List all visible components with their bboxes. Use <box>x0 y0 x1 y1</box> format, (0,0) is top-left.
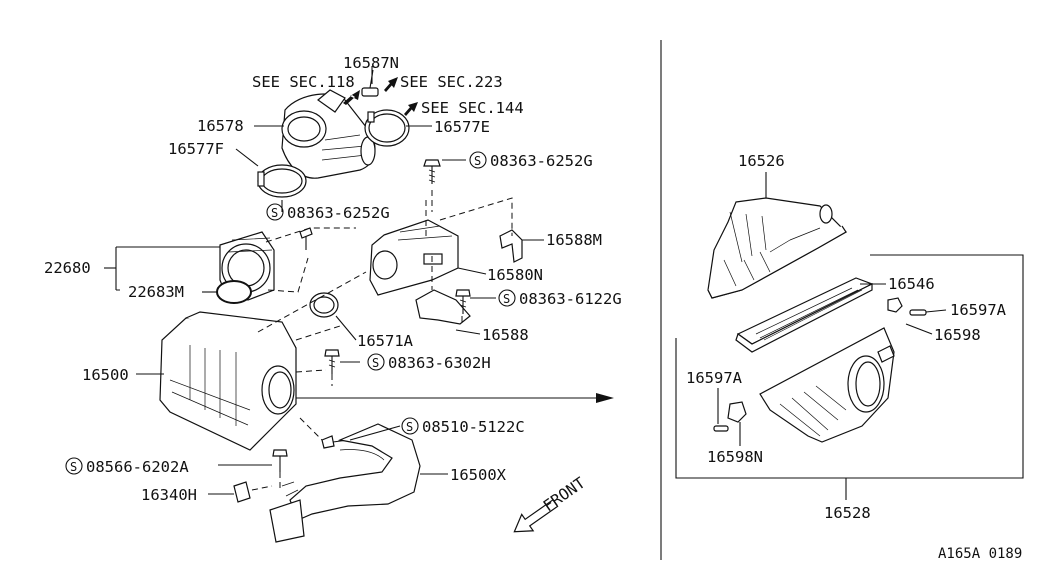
diagram-code: A165A 0189 <box>938 546 1022 562</box>
assembly-line-10 <box>299 417 323 441</box>
label-16580N: 16580N <box>487 266 543 284</box>
clip-16598N <box>727 401 747 423</box>
label-16577F: 16577F <box>168 140 224 158</box>
label-16598N: 16598N <box>707 448 763 466</box>
lower-case-16528 <box>759 327 895 443</box>
bolt-symbol-5: S <box>406 420 413 434</box>
air-duct-16500X <box>269 423 421 543</box>
label-16500X: 16500X <box>450 466 507 484</box>
assembly-line-1 <box>265 227 356 243</box>
label-22680: 22680 <box>44 259 91 277</box>
bolt-symbol-1: S <box>474 154 481 168</box>
assembly-line-4 <box>295 325 341 341</box>
leader-lines-left <box>104 66 544 495</box>
label-bolt-08363-6122G: 08363-6122G <box>519 290 622 308</box>
label-see-sec-223: SEE SEC.223 <box>400 73 503 91</box>
assembly-line-7 <box>431 256 463 322</box>
bolt-symbol-2: S <box>271 206 278 220</box>
assembly-line-8 <box>295 369 333 386</box>
label-16588M: 16588M <box>546 231 602 249</box>
arrow-icon-sec223 <box>384 77 398 92</box>
hose-clamp-16577F <box>257 164 307 198</box>
assembly-line-3 <box>257 271 367 333</box>
label-bolt-08510-5122C: 08510-5122C <box>422 418 525 436</box>
pin-16597A-left <box>713 425 729 432</box>
label-see-sec-118: SEE SEC.118 <box>252 73 355 91</box>
bracket-16588M <box>499 229 523 263</box>
arrow-icon-sec144 <box>404 102 418 116</box>
label-front: FRONT <box>540 474 589 516</box>
bolt-08363-6302H <box>324 349 340 374</box>
bracket-16588 <box>415 289 471 325</box>
label-bolt-08566-6202A: 08566-6202A <box>86 458 189 476</box>
clip-16598 <box>887 297 903 313</box>
label-16597A-left: 16597A <box>686 369 743 387</box>
clip-16340H <box>233 481 251 503</box>
label-16500: 16500 <box>82 366 129 384</box>
label-bolt-08363-6302H: 08363-6302H <box>388 354 491 372</box>
label-16546: 16546 <box>888 275 935 293</box>
label-16578: 16578 <box>197 117 244 135</box>
label-22683M: 22683M <box>128 283 184 301</box>
front-arrow <box>513 498 559 533</box>
fitting-16587N <box>361 69 379 97</box>
upper-cover-16526 <box>707 197 847 299</box>
assembly-line-6 <box>439 197 513 236</box>
label-16528: 16528 <box>824 504 871 522</box>
bolt-08363-6252G-upper <box>423 159 441 184</box>
air-cleaner-16500 <box>159 311 297 451</box>
bolt-symbol-3: S <box>503 292 510 306</box>
bolt-symbol-6: S <box>70 460 77 474</box>
bolt-symbol-4: S <box>372 356 379 370</box>
assembly-line-5 <box>425 190 433 240</box>
label-see-sec-144: SEE SEC.144 <box>421 99 524 117</box>
pin-16597A-right <box>909 309 927 316</box>
label-16598: 16598 <box>934 326 981 344</box>
label-16571A: 16571A <box>357 332 414 350</box>
leader-lines-right <box>717 172 947 500</box>
assembly-line-9 <box>251 472 281 491</box>
bolt-08566-6202A <box>272 449 288 472</box>
label-16587N: 16587N <box>343 54 399 72</box>
label-bolt-08363-6252G-upper: 08363-6252G <box>490 152 593 170</box>
filter-element-16546 <box>735 277 874 353</box>
hose-clamp-16577E <box>364 109 410 147</box>
intake-elbow-16578 <box>281 89 376 179</box>
label-bolt-08363-6252G-lower: 08363-6252G <box>287 204 390 222</box>
label-16340H: 16340H <box>141 486 197 504</box>
assembly-box-16528 <box>675 254 1024 479</box>
label-16597A-right: 16597A <box>950 301 1007 319</box>
hose-clamp-16571A <box>309 292 339 318</box>
assembly-line-2 <box>267 257 309 293</box>
air-duct-16580N <box>369 219 459 296</box>
label-16526: 16526 <box>738 152 785 170</box>
bolt-08363-6122G <box>455 289 471 314</box>
arrow-icon-sec118 <box>343 90 360 105</box>
reference-arrow-head <box>596 393 614 403</box>
seal-ring-22683M <box>216 280 252 304</box>
label-16588: 16588 <box>482 326 529 344</box>
label-16577E: 16577E <box>434 118 490 136</box>
bolt-08363-6252G-lower <box>299 227 313 250</box>
bolt-symbol-icons <box>65 151 516 475</box>
